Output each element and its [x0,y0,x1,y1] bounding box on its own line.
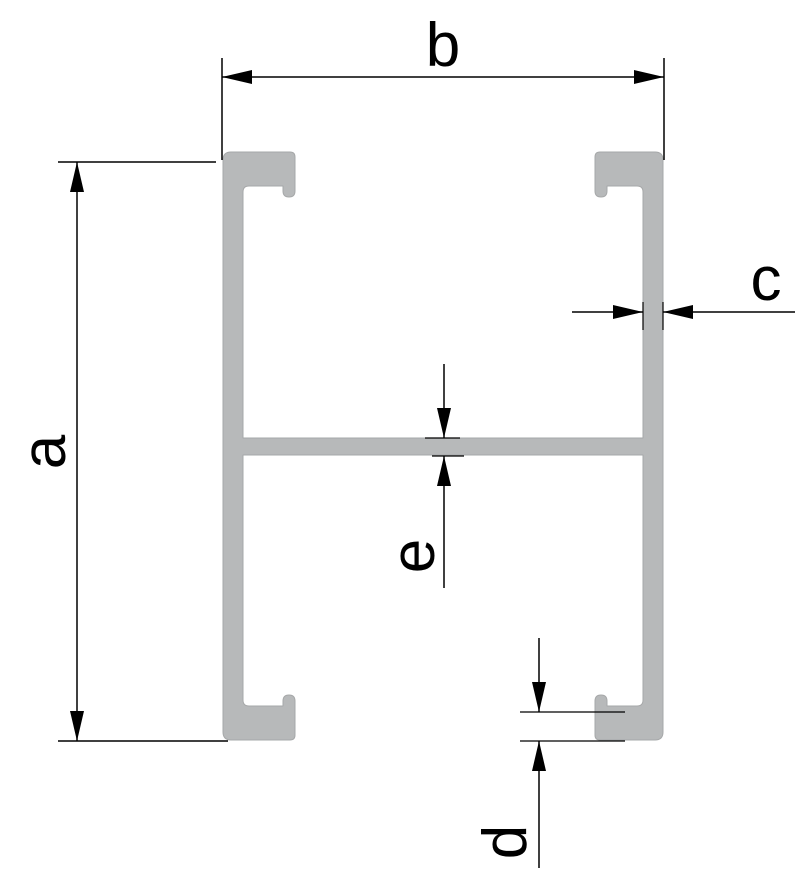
dimension-d: d [471,638,625,868]
label-b: b [426,11,460,80]
label-e: e [379,539,448,573]
label-a: a [10,434,79,469]
label-d: d [471,825,540,859]
dimension-e: e [379,364,464,588]
dimension-b: b [221,11,665,160]
label-c: c [751,245,782,314]
dimension-a: a [10,161,228,742]
h-profile-cross-section [222,151,664,741]
dimension-c: c [572,245,795,330]
